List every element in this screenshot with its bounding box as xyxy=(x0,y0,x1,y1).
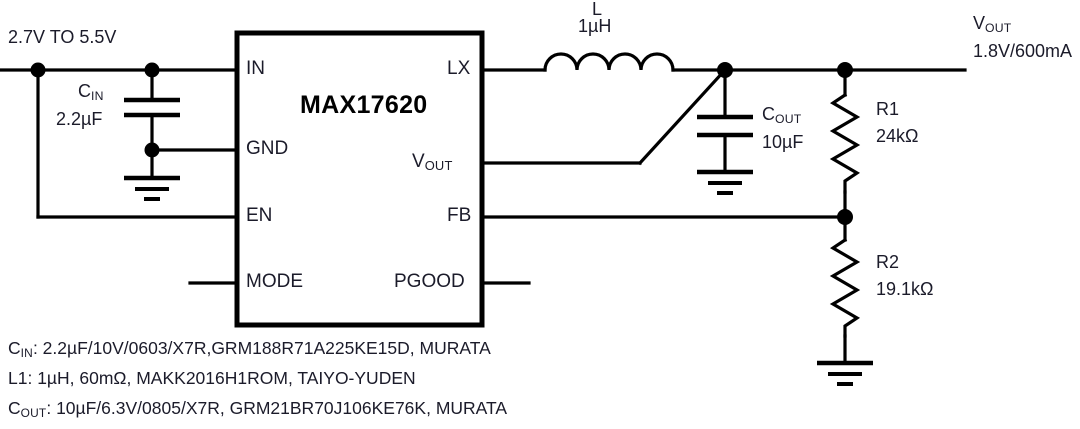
pin-vout-main: V xyxy=(412,151,425,172)
output-label-sub: OUT xyxy=(985,21,1012,35)
note-cout: COUT: 10µF/6.3V/0805/X7R, GRM21BR70J106K… xyxy=(8,398,508,420)
pin-en: EN xyxy=(246,205,273,226)
r2-value: 19.1kΩ xyxy=(876,279,934,299)
resistor-R2 xyxy=(829,237,861,338)
ic-part-number: MAX17620 xyxy=(300,91,428,119)
inductor-value: 1µH xyxy=(578,16,612,36)
note-cin-prefix: C xyxy=(8,338,21,358)
ground-symbols xyxy=(124,169,873,386)
pin-in: IN xyxy=(246,58,265,79)
r2-name: R2 xyxy=(876,252,900,272)
resistor-R1 xyxy=(829,92,861,194)
wire-vout-diagonal xyxy=(637,67,728,166)
pin-lx: LX xyxy=(447,58,471,79)
pin-vout: VOUT xyxy=(412,151,453,173)
input-rail-label: 2.7V TO 5.5V xyxy=(8,27,117,47)
note-cin-text: : 2.2µF/10V/0603/X7R,GRM188R71A225KE15D,… xyxy=(32,338,491,358)
junction-dots xyxy=(30,62,853,225)
pin-pgood: PGOOD xyxy=(394,271,465,292)
junction-switch-node xyxy=(717,62,733,78)
pin-gnd: GND xyxy=(246,138,289,159)
pin-vout-sub: OUT xyxy=(424,158,453,173)
cin-value: 2.2µF xyxy=(56,109,103,129)
junction-vout xyxy=(837,62,853,78)
note-l1: L1: 1µH, 60mΩ, MAKK2016H1ROM, TAIYO-YUDE… xyxy=(8,369,416,387)
inductor-name: L xyxy=(592,0,603,19)
cout-name-sub: OUT xyxy=(775,112,802,126)
note-l1-text: : 1µH, 60mΩ, MAKK2016H1ROM, TAIYO-YUDEN xyxy=(27,368,416,388)
cin-name-sub: IN xyxy=(91,89,104,103)
junction-vin-left xyxy=(30,62,46,78)
output-label-main: V xyxy=(973,13,986,33)
cout-label: COUT xyxy=(762,104,802,126)
note-cout-prefix: C xyxy=(8,398,21,418)
cin-label: CIN xyxy=(78,81,104,103)
junction-cin-gnd xyxy=(144,142,160,158)
note-l1-prefix: L1 xyxy=(8,368,28,388)
ic-body-max17620 xyxy=(234,30,485,328)
note-cout-prefix-sub: OUT xyxy=(20,406,47,420)
capacitor-plates xyxy=(124,97,753,138)
note-cin: CIN: 2.2µF/10V/0603/X7R,GRM188R71A225KE1… xyxy=(8,338,491,360)
note-cout-text: : 10µF/6.3V/0805/X7R, GRM21BR70J106KE76K… xyxy=(46,398,508,418)
junction-feedback xyxy=(837,209,853,225)
cin-name: C xyxy=(78,81,91,101)
output-value: 1.8V/600mA xyxy=(973,41,1073,61)
junction-cin-top xyxy=(144,62,160,78)
r1-name: R1 xyxy=(876,99,900,119)
inductor-coil-L xyxy=(543,52,675,72)
note-cin-prefix-sub: IN xyxy=(20,346,33,360)
cout-name: C xyxy=(762,104,775,124)
output-label: VOUT xyxy=(973,13,1012,35)
pin-fb: FB xyxy=(447,205,472,226)
pin-mode: MODE xyxy=(246,271,303,292)
cout-value: 10µF xyxy=(762,132,804,152)
r1-value: 24kΩ xyxy=(876,126,919,146)
